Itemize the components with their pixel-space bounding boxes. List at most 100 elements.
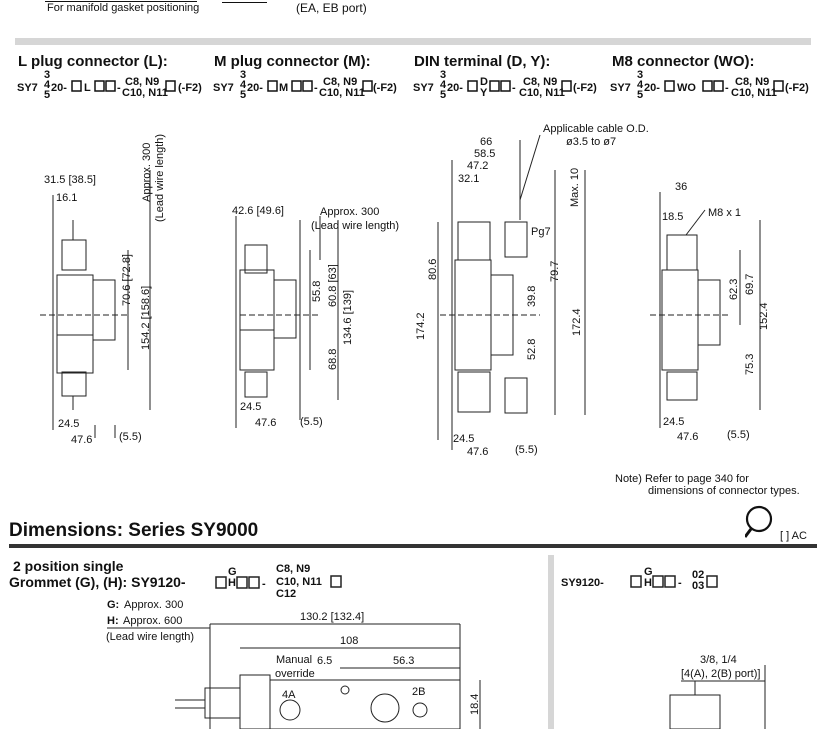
top-line-2 bbox=[222, 0, 267, 3]
svg-text:39.8: 39.8 bbox=[526, 286, 538, 307]
svg-text:47.6: 47.6 bbox=[677, 431, 698, 443]
svg-text:Approx. 300: Approx. 300 bbox=[141, 143, 153, 202]
svg-text:24.5: 24.5 bbox=[58, 418, 79, 430]
svg-text:C10, N11: C10, N11 bbox=[122, 87, 168, 99]
svg-text:3: 3 bbox=[240, 69, 246, 81]
model-l-pre: SY7 bbox=[17, 82, 38, 94]
svg-text:C12: C12 bbox=[276, 588, 296, 600]
svg-text:3: 3 bbox=[440, 69, 446, 81]
svg-text:70.6 [72.8]: 70.6 [72.8] bbox=[121, 254, 133, 306]
sy9120-port-drawing: SY9120- G H - 02 03 3/8, 1/4 [4(A), 2(B)… bbox=[561, 566, 766, 729]
svg-text:134.6 [139]: 134.6 [139] bbox=[342, 290, 354, 345]
svg-text:[4(A), 2(B) port)]: [4(A), 2(B) port)] bbox=[681, 668, 760, 680]
svg-text:Manual: Manual bbox=[276, 654, 312, 666]
svg-text:M: M bbox=[279, 82, 288, 94]
svg-text:47.6: 47.6 bbox=[467, 446, 488, 458]
model-codes: SY7 3 4 5 20- L - C8, N9 C10, N11 (-F2) … bbox=[17, 69, 809, 101]
svg-text:Approx. 600: Approx. 600 bbox=[123, 615, 182, 627]
svg-text:66: 66 bbox=[480, 136, 492, 148]
svg-text:6.5: 6.5 bbox=[317, 655, 332, 667]
header-m8: M8 connector (WO): bbox=[612, 53, 755, 70]
svg-text:SY7: SY7 bbox=[213, 82, 234, 94]
svg-text:Max. 10: Max. 10 bbox=[569, 168, 581, 207]
svg-text:Y: Y bbox=[480, 87, 488, 99]
svg-text:31.5 [38.5]: 31.5 [38.5] bbox=[44, 174, 96, 186]
svg-text:Note) Refer to page 340 for: Note) Refer to page 340 for bbox=[615, 473, 749, 485]
svg-text:75.3: 75.3 bbox=[744, 354, 756, 375]
svg-text:58.5: 58.5 bbox=[474, 148, 495, 160]
svg-text:-: - bbox=[314, 82, 318, 94]
svg-text:L: L bbox=[84, 82, 91, 94]
svg-text:(-F2): (-F2) bbox=[573, 82, 597, 94]
svg-text:(5.5): (5.5) bbox=[727, 429, 750, 441]
svg-text:2B: 2B bbox=[412, 686, 425, 698]
svg-text:C10, N11: C10, N11 bbox=[519, 87, 565, 99]
header-l-plug: L plug connector (L): bbox=[18, 53, 168, 70]
left-title-1: 2 position single bbox=[13, 558, 124, 574]
svg-text:(-F2): (-F2) bbox=[178, 82, 202, 94]
svg-text:-: - bbox=[262, 578, 266, 590]
svg-text:-: - bbox=[512, 82, 516, 94]
connector-drawings: 31.5 [38.5] 16.1 Approx. 300 (Lead wire … bbox=[40, 123, 800, 497]
svg-text:47.6: 47.6 bbox=[71, 434, 92, 446]
svg-text:47.2: 47.2 bbox=[467, 160, 488, 172]
svg-text:5: 5 bbox=[240, 89, 246, 101]
l-plug-drawing bbox=[40, 170, 151, 438]
svg-text:C10, N11: C10, N11 bbox=[319, 87, 365, 99]
svg-text:3: 3 bbox=[637, 69, 643, 81]
svg-text:4: 4 bbox=[637, 79, 644, 91]
svg-text:108: 108 bbox=[340, 635, 358, 647]
svg-text:174.2: 174.2 bbox=[415, 312, 427, 340]
svg-text:G: G bbox=[644, 566, 653, 578]
magnifier-icon[interactable] bbox=[745, 505, 775, 541]
svg-text:68.8: 68.8 bbox=[327, 349, 339, 370]
m8-drawing bbox=[650, 192, 761, 428]
header-m-plug: M plug connector (M): bbox=[214, 53, 371, 70]
svg-text:G:: G: bbox=[107, 599, 119, 611]
svg-text:C8, N9: C8, N9 bbox=[323, 76, 357, 88]
svg-text:override: override bbox=[275, 668, 315, 680]
svg-text:20-: 20- bbox=[247, 82, 263, 94]
svg-text:24.5: 24.5 bbox=[453, 433, 474, 445]
svg-text:20-: 20- bbox=[447, 82, 463, 94]
svg-text:24.5: 24.5 bbox=[663, 416, 684, 428]
svg-text:4: 4 bbox=[240, 79, 247, 91]
svg-text:36: 36 bbox=[675, 181, 687, 193]
svg-text:Approx. 300: Approx. 300 bbox=[124, 599, 183, 611]
svg-text:47.6: 47.6 bbox=[255, 417, 276, 429]
svg-text:H:: H: bbox=[107, 615, 119, 627]
svg-text:(-F2): (-F2) bbox=[785, 82, 809, 94]
svg-text:16.1: 16.1 bbox=[56, 192, 77, 204]
svg-text:C8, N9: C8, N9 bbox=[276, 563, 310, 575]
header-din: DIN terminal (D, Y): bbox=[414, 53, 551, 70]
svg-text:152.4: 152.4 bbox=[758, 302, 770, 330]
svg-text:03: 03 bbox=[692, 580, 704, 592]
svg-text:H: H bbox=[228, 577, 236, 589]
svg-text:20-: 20- bbox=[51, 82, 67, 94]
svg-text:D: D bbox=[480, 76, 488, 88]
left-title-2: Grommet (G), (H): SY9120- bbox=[9, 574, 186, 590]
svg-text:4A: 4A bbox=[282, 689, 296, 701]
svg-text:(5.5): (5.5) bbox=[300, 416, 323, 428]
svg-text:18.5: 18.5 bbox=[662, 211, 683, 223]
svg-text:02: 02 bbox=[692, 569, 704, 581]
manifold-note: For manifold gasket positioning bbox=[47, 2, 200, 14]
title-rule bbox=[9, 544, 817, 548]
svg-text:Pg7: Pg7 bbox=[531, 226, 551, 238]
port-note: (EA, EB port) bbox=[296, 1, 367, 15]
ac-label: [ ] AC bbox=[780, 530, 807, 542]
svg-text:M8 x 1: M8 x 1 bbox=[708, 207, 741, 219]
svg-text:SY9120-: SY9120- bbox=[561, 577, 604, 589]
svg-text:-: - bbox=[725, 82, 729, 94]
svg-text:52.8: 52.8 bbox=[526, 339, 538, 360]
svg-text:(Lead wire length): (Lead wire length) bbox=[311, 220, 399, 232]
svg-text:18.4: 18.4 bbox=[469, 694, 481, 715]
svg-text:79.7: 79.7 bbox=[549, 261, 561, 282]
svg-text:SY7: SY7 bbox=[610, 82, 631, 94]
svg-text:4: 4 bbox=[44, 79, 51, 91]
svg-text:5: 5 bbox=[440, 89, 446, 101]
svg-text:WO: WO bbox=[677, 82, 696, 94]
svg-text:H: H bbox=[644, 577, 652, 589]
svg-text:56.3: 56.3 bbox=[393, 655, 414, 667]
svg-text:(5.5): (5.5) bbox=[119, 431, 142, 443]
